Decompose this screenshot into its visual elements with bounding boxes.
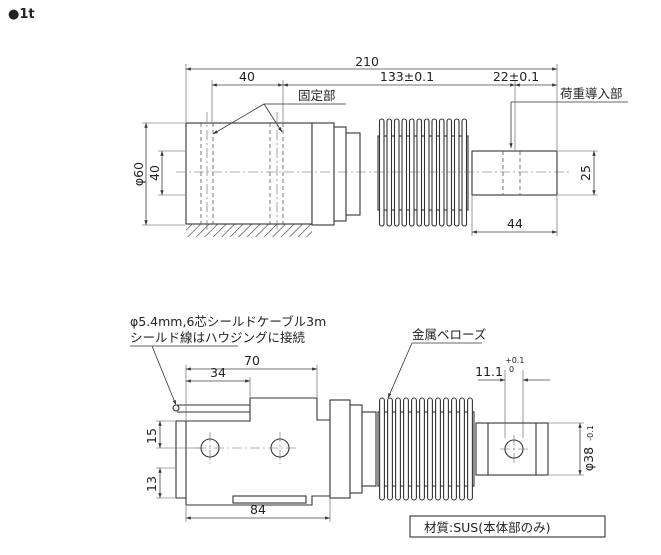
cable-note-1: φ5.4mm,6芯シールドケーブル3m: [130, 314, 326, 329]
bellows-rib: [386, 118, 393, 227]
bellows-rib: [443, 397, 449, 501]
bellows-rib: [379, 397, 385, 501]
bellows-rib: [451, 397, 457, 501]
bellows-rib: [461, 118, 468, 227]
bellows-rib: [387, 397, 393, 501]
dim-hole-pitch: 34: [210, 365, 226, 380]
material-note: 材質:SUS(本体部のみ): [424, 520, 550, 535]
bellows-rib: [467, 397, 473, 501]
bellows-rib: [459, 397, 465, 501]
dim-shaft-dia: 25: [578, 165, 593, 181]
collar: [311, 122, 335, 226]
bellows-rib: [419, 397, 425, 501]
cable-note-2: シールド線はハウジングに接続: [130, 330, 306, 345]
dim-body-dia: φ60: [131, 162, 146, 186]
label-fixed-part: 固定部: [298, 88, 336, 103]
dim-end-dia: φ38: [581, 447, 596, 471]
bellows-bottom: [377, 397, 475, 501]
bellows-rib: [438, 118, 445, 227]
mount-body: [185, 122, 313, 225]
load-shaft: [471, 150, 558, 196]
dim-mount-h: 40: [147, 165, 162, 181]
bellows-rib: [453, 118, 460, 227]
dim-shaft-len: 44: [507, 216, 523, 231]
dim-overall: 210: [355, 54, 379, 69]
model-label: ●1t: [8, 7, 35, 22]
bellows-rib: [435, 397, 441, 501]
bellows-rib: [395, 397, 401, 501]
bellows-rib: [378, 118, 385, 227]
bellows-rib: [446, 118, 453, 227]
dim-hole-off: 15: [144, 428, 159, 444]
bellows-rib: [427, 397, 433, 501]
bellows-rib: [411, 397, 417, 501]
bellows-rib: [431, 118, 438, 227]
bellows-rib: [393, 118, 400, 227]
label-load-point: 荷重導入部: [560, 86, 623, 101]
bottom-view: φ5.4mm,6芯シールドケーブル3m シールド線はハウジングに接続: [130, 314, 606, 538]
dim-end-tol: -0.1: [586, 425, 595, 441]
dim-base-len: 84: [250, 502, 266, 517]
housing-block: [175, 397, 331, 506]
bellows-rib: [423, 118, 430, 227]
label-bellows: 金属ベローズ: [412, 327, 486, 342]
tol-upper: +0.1: [505, 356, 524, 365]
top-view: 210 40 133±0.1 22±0.1 固定部 荷重導入部 φ60 40: [131, 54, 628, 237]
bellows-rib: [416, 118, 423, 227]
dim-hole-main: 11.1: [475, 364, 503, 379]
bellows-rib: [401, 118, 408, 227]
end-fitting: [475, 422, 549, 476]
tol-lower: 0: [509, 365, 514, 374]
dim-mount-span: 40: [239, 69, 255, 84]
dim-block-len: 70: [244, 353, 260, 368]
bellows-rib: [408, 118, 415, 227]
dim-center-span: 133±0.1: [380, 69, 434, 84]
bellows-top: [377, 118, 469, 227]
bellows-rib: [403, 397, 409, 501]
dim-base-h: 13: [144, 476, 159, 492]
dim-load-offset: 22±0.1: [493, 69, 539, 84]
material-box: [409, 515, 606, 538]
fixed-ground-hatch: [186, 223, 312, 237]
